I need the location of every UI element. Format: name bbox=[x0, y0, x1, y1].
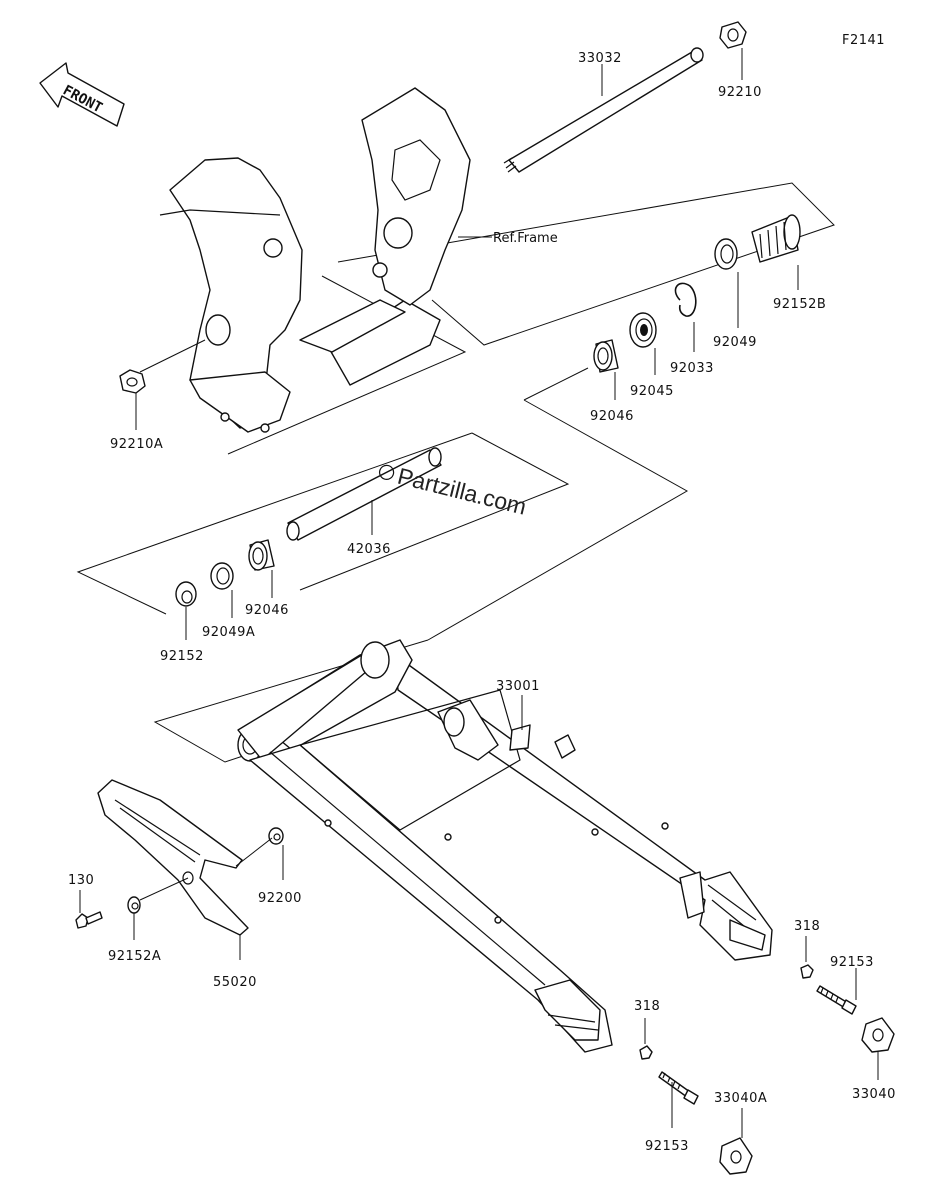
part-number-92153-left[interactable]: 92153 bbox=[645, 1139, 689, 1154]
front-arrow-icon: FRONT bbox=[39, 62, 125, 127]
adjuster-plate-left-icon bbox=[719, 1137, 753, 1175]
adjuster-bolt-left-icon bbox=[658, 1071, 699, 1105]
part-number-92045[interactable]: 92045 bbox=[630, 384, 674, 399]
watermark-text: Partzilla.com bbox=[395, 463, 529, 520]
needle-bearing-icon bbox=[593, 339, 619, 373]
washer-icon bbox=[268, 827, 284, 845]
part-number-92153-right[interactable]: 92153 bbox=[830, 955, 874, 970]
diagram-code: F2141 bbox=[842, 33, 885, 48]
part-number-130[interactable]: 130 bbox=[68, 873, 94, 888]
part-number-92152B[interactable]: 92152B bbox=[773, 297, 826, 312]
part-number-33001[interactable]: 33001 bbox=[496, 679, 540, 694]
part-number-33032[interactable]: 33032 bbox=[578, 51, 622, 66]
part-number-92152A[interactable]: 92152A bbox=[108, 949, 161, 964]
oil-seal-lower-icon bbox=[210, 562, 234, 590]
collar-icon bbox=[175, 581, 197, 607]
part-number-92152[interactable]: 92152 bbox=[160, 649, 204, 664]
part-number-92046-upper[interactable]: 92046 bbox=[590, 409, 634, 424]
part-number-42036[interactable]: 42036 bbox=[347, 542, 391, 557]
circlip-icon bbox=[674, 282, 697, 317]
ref-frame-label: Ref.Frame bbox=[493, 231, 558, 246]
part-number-92210[interactable]: 92210 bbox=[718, 85, 762, 100]
adjuster-plate-right-icon bbox=[861, 1017, 895, 1053]
part-number-33040[interactable]: 33040 bbox=[852, 1087, 896, 1102]
part-number-33040A[interactable]: 33040A bbox=[714, 1091, 767, 1106]
pivot-shaft bbox=[503, 47, 704, 173]
collar-small-icon bbox=[127, 896, 141, 914]
part-number-92210A[interactable]: 92210A bbox=[110, 437, 163, 452]
nut-left-icon bbox=[639, 1045, 653, 1060]
dust-cap-icon bbox=[751, 214, 801, 263]
pivot-sleeve bbox=[286, 447, 442, 541]
part-number-318-right[interactable]: 318 bbox=[794, 919, 820, 934]
part-number-55020[interactable]: 55020 bbox=[213, 975, 257, 990]
pivot-nut-icon bbox=[719, 21, 747, 49]
part-number-92033[interactable]: 92033 bbox=[670, 361, 714, 376]
ball-bearing-icon bbox=[629, 312, 657, 348]
flange-nut-icon bbox=[119, 369, 146, 394]
adjuster-bolt-right-icon bbox=[816, 985, 857, 1015]
swingarm bbox=[237, 639, 773, 1053]
exploded-view-guides bbox=[76, 182, 835, 763]
part-number-318-left[interactable]: 318 bbox=[634, 999, 660, 1014]
needle-bearing-lower-icon bbox=[248, 539, 275, 571]
oil-seal-icon bbox=[714, 238, 738, 270]
part-number-92049A[interactable]: 92049A bbox=[202, 625, 255, 640]
part-number-92046-lower[interactable]: 92046 bbox=[245, 603, 289, 618]
watermark: Partzilla.com bbox=[378, 463, 529, 520]
bolt-icon bbox=[75, 911, 103, 929]
part-number-92200[interactable]: 92200 bbox=[258, 891, 302, 906]
nut-right-icon bbox=[800, 964, 814, 979]
frame-reference bbox=[159, 87, 471, 433]
part-number-92049[interactable]: 92049 bbox=[713, 335, 757, 350]
chain-guard bbox=[97, 779, 249, 936]
